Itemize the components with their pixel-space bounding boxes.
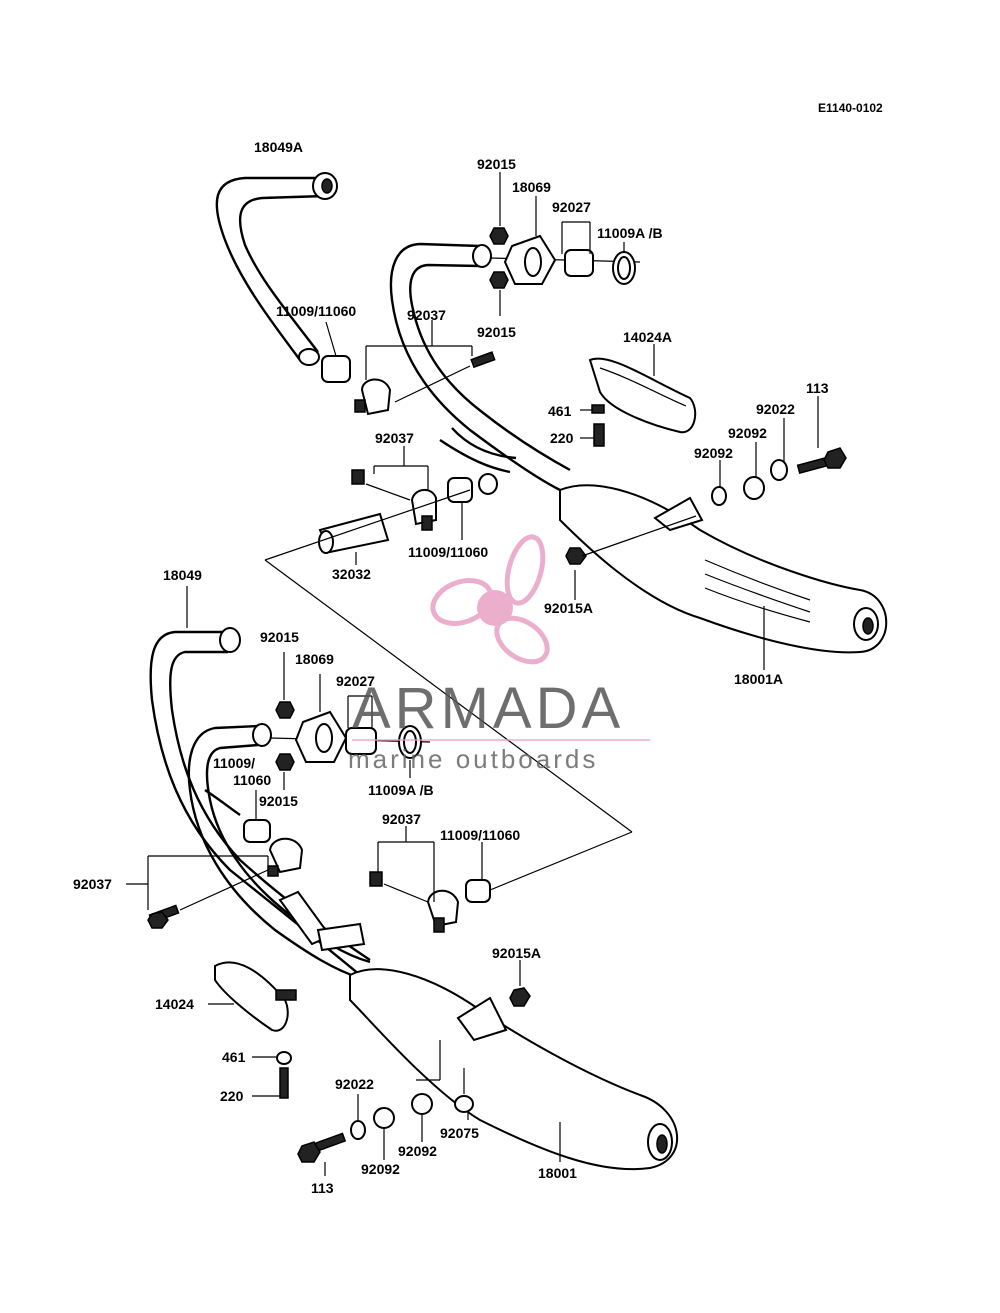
label-14024: 14024 <box>155 996 194 1012</box>
label-14024A: 14024A <box>623 329 672 345</box>
label-92015A-lower: 92015A <box>492 945 541 961</box>
label-92092-lower-b: 92092 <box>361 1161 400 1177</box>
label-11009AB-lower: 11009A /B <box>368 782 434 798</box>
label-92015-upper-top: 92015 <box>477 156 516 172</box>
propeller-logo-icon <box>430 534 550 665</box>
upper-gasket-collar-left <box>321 355 351 383</box>
label-92037-upper: 92037 <box>407 307 446 323</box>
lower-gasket-collar-left <box>243 819 271 843</box>
label-18001A: 18001A <box>734 671 783 687</box>
lower-heat-guard <box>214 961 297 1099</box>
label-92092-upper-a: 92092 <box>728 425 767 441</box>
label-92015-lower-top: 92015 <box>260 629 299 645</box>
label-92092-lower-a: 92092 <box>398 1143 437 1159</box>
label-461-lower: 461 <box>222 1049 246 1065</box>
label-113-upper: 113 <box>806 380 829 396</box>
label-92022-upper: 92022 <box>756 401 795 417</box>
label-18049: 18049 <box>163 567 202 583</box>
upper-crossover <box>318 427 517 554</box>
upper-flange-set <box>489 227 641 289</box>
label-92022-lower: 92022 <box>335 1076 374 1092</box>
label-18001: 18001 <box>538 1165 577 1181</box>
armada-watermark: ARMADA marine outboards <box>348 534 650 774</box>
upper-header-pipe-right <box>389 242 571 492</box>
label-92027-upper: 92027 <box>552 199 591 215</box>
label-92092-upper-b: 92092 <box>694 445 733 461</box>
label-92037-lower-left: 92037 <box>73 876 112 892</box>
upper-assembly <box>215 172 888 833</box>
lower-crossover <box>278 890 366 952</box>
label-11060-lower-line2: 11060 <box>233 772 271 788</box>
label-11009-11060-upper-mid: 11009/11060 <box>408 544 488 560</box>
label-461-upper: 461 <box>548 403 572 419</box>
watermark-brand: ARMADA <box>352 676 624 741</box>
diagram-code: E1140-0102 <box>818 101 883 115</box>
label-92037-lower-right: 92037 <box>382 811 421 827</box>
label-220-upper: 220 <box>550 430 574 446</box>
lower-flange-set <box>269 701 431 771</box>
lower-muffler <box>349 968 678 1171</box>
upper-muffler <box>559 484 888 654</box>
label-18069-upper: 18069 <box>512 179 551 195</box>
upper-clamp <box>354 351 496 416</box>
label-11009AB-upper: 11009A /B <box>597 225 663 241</box>
lower-clamps <box>147 837 491 933</box>
lower-assembly <box>126 586 678 1176</box>
lower-bolt-set <box>297 1093 474 1163</box>
label-92037-upper-mid: 92037 <box>375 430 414 446</box>
label-92027-lower: 92027 <box>336 673 375 689</box>
label-18049A: 18049A <box>254 139 303 155</box>
label-92015-upper-bottom: 92015 <box>477 324 516 340</box>
upper-heat-guard <box>588 357 697 447</box>
label-92075: 92075 <box>440 1125 479 1141</box>
upper-bolt-set <box>565 447 847 565</box>
label-113-lower: 113 <box>311 1180 334 1196</box>
label-220-lower: 220 <box>220 1088 244 1104</box>
label-11009-lower-line1: 11009/ <box>213 755 255 771</box>
upper-header-pipe-left <box>215 172 338 366</box>
label-92015-lower-bottom: 92015 <box>259 793 298 809</box>
label-92015A-upper: 92015A <box>544 600 593 616</box>
upper-leaders <box>264 172 819 833</box>
label-11009-11060-upper-left: 11009/11060 <box>276 303 356 319</box>
watermark-tagline: marine outboards <box>348 744 598 774</box>
label-18069-lower: 18069 <box>295 651 334 667</box>
label-11009-11060-lower-right: 11009/11060 <box>440 827 520 843</box>
lower-leaders <box>126 586 633 1176</box>
label-32032: 32032 <box>332 566 371 582</box>
